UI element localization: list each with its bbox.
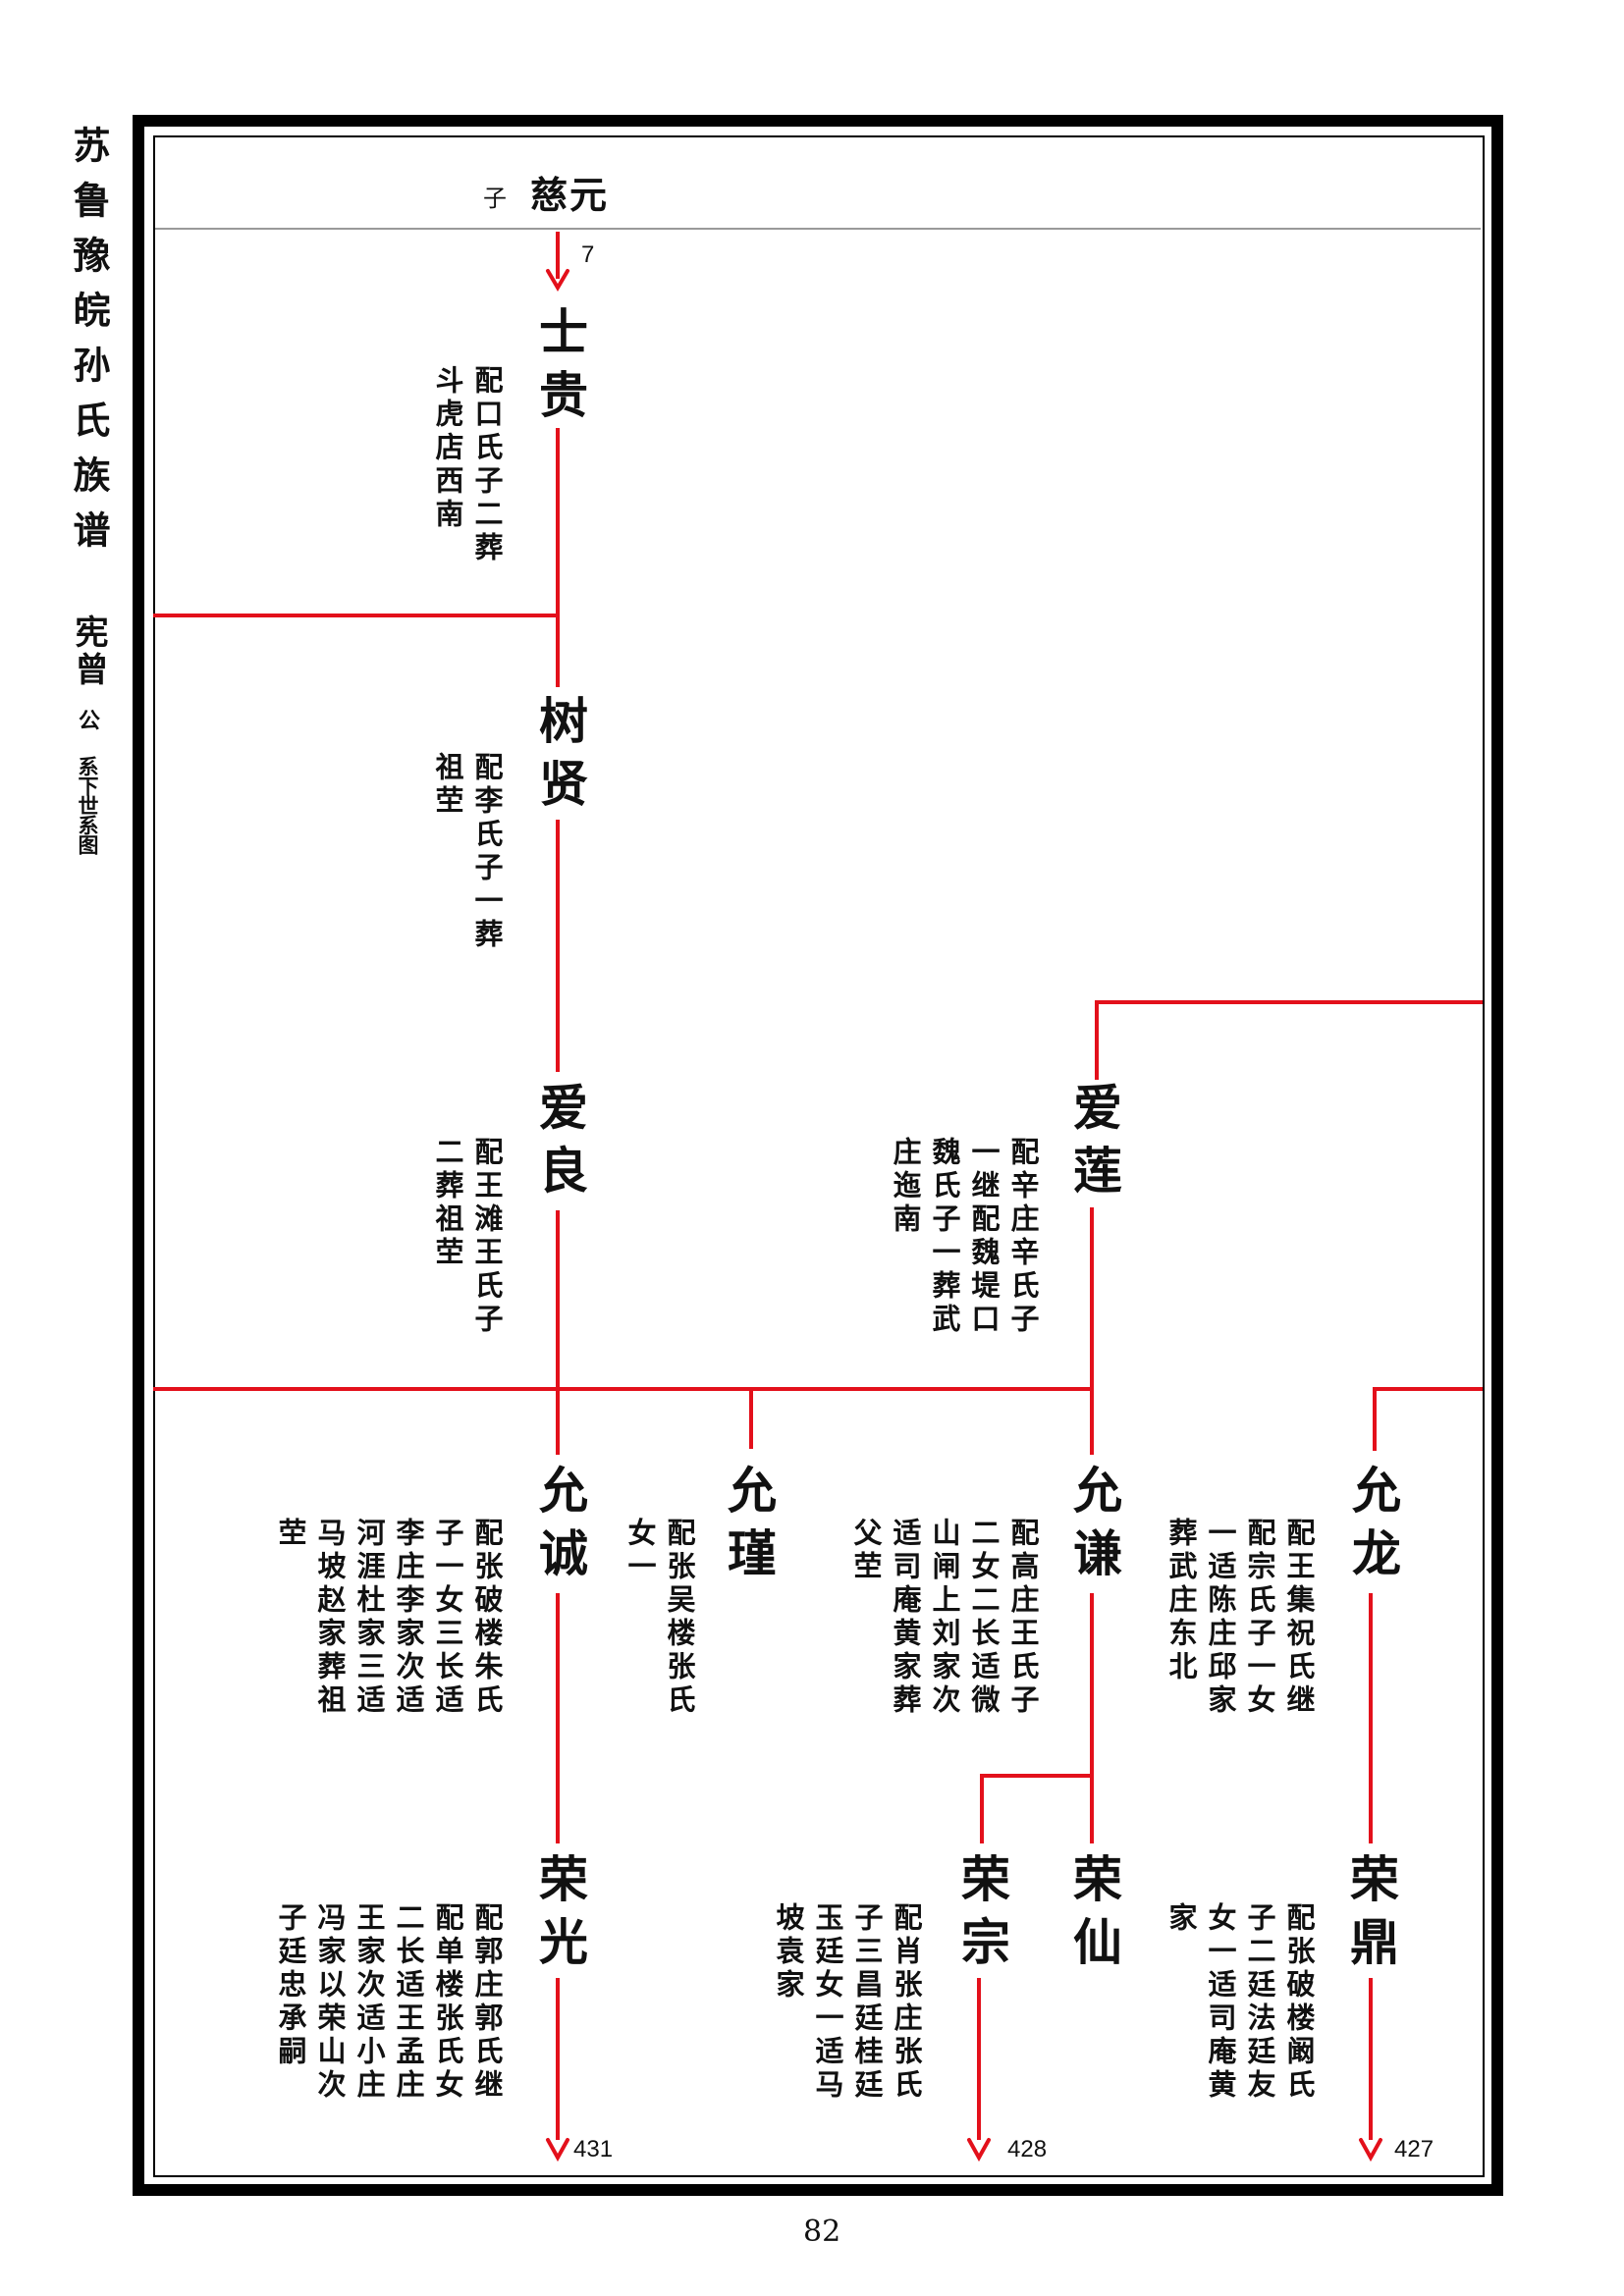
note-rongzong: 配肖张庄张氏 子三昌廷桂廷 玉廷女一适马 坡袁家 — [769, 1902, 926, 2103]
person-rongzong: 荣宗 — [953, 1853, 1011, 1979]
chart-caption: 系下世系图 — [76, 756, 100, 854]
note-line: 父茔 — [849, 1518, 883, 1584]
person-rongguang: 荣光 — [531, 1853, 589, 1979]
person-ailiang: 爱良 — [531, 1082, 589, 1207]
header-name: 慈元 — [530, 173, 610, 217]
note-line: 山闸上刘家次 — [928, 1518, 961, 1718]
note-line: 配肖张庄张氏 — [890, 1902, 923, 2103]
note-line: 配王集祝氏继 — [1282, 1518, 1316, 1718]
person-rongding: 荣鼎 — [1342, 1853, 1400, 1979]
note-line: 配口氏子二葬 — [470, 365, 504, 565]
note-line: 魏氏子一葬武 — [928, 1137, 961, 1337]
note-ailiang: 配王滩王氏子 二葬祖茔 — [428, 1137, 507, 1337]
note-line: 子三昌廷桂廷 — [850, 1902, 884, 2103]
note-line: 配张破楼朱氏 — [470, 1518, 504, 1718]
note-line: 庄迤南 — [889, 1137, 922, 1237]
person-shuxian: 树贤 — [531, 695, 589, 821]
page-number: 82 — [803, 2215, 841, 2249]
note-line: 二葬祖茔 — [431, 1137, 464, 1270]
book-title: 苏鲁豫皖孙氏族谱 — [67, 126, 111, 565]
note-line: 女一适司庵黄 — [1204, 1902, 1237, 2103]
ref-from-top: 7 — [581, 241, 595, 268]
note-line: 茔 — [274, 1518, 307, 1551]
ref-rongding: 427 — [1394, 2136, 1435, 2163]
note-yunlong: 配王集祝氏继 配宗氏子一女 一适陈庄邱家 葬武庄东北 — [1162, 1518, 1319, 1718]
note-line: 配王滩王氏子 — [470, 1137, 504, 1337]
outer-border — [133, 115, 1503, 2196]
note-rongding: 配张破楼阚氏 子二廷法廷友 女一适司庵黄 家 — [1162, 1902, 1319, 2103]
note-line: 配李氏子一葬 — [470, 752, 504, 952]
person-shigui: 士贵 — [531, 306, 589, 432]
note-line: 配张破楼阚氏 — [1282, 1902, 1316, 2103]
note-line: 配张吴楼张氏 — [663, 1518, 696, 1718]
header-relation: 子 — [483, 185, 507, 212]
note-line: 配郭庄郭氏继 — [470, 1902, 504, 2103]
note-line: 马坡赵家葬祖 — [313, 1518, 347, 1718]
arrow-rongding-icon — [1359, 2138, 1382, 2163]
note-line: 一继配魏堤口 — [967, 1137, 1001, 1337]
note-line: 李庄李家次适 — [392, 1518, 425, 1718]
ancestor-name: 宪曾 — [69, 614, 108, 689]
note-line: 玉廷女一适马 — [811, 1902, 844, 2103]
note-line: 二长适王孟庄 — [392, 1902, 425, 2103]
note-line: 家 — [1164, 1902, 1198, 1936]
note-line: 二女二长适微 — [967, 1518, 1001, 1718]
note-line: 配高庄王氏子 — [1006, 1518, 1040, 1718]
note-line: 葬武庄东北 — [1164, 1518, 1198, 1684]
note-line: 适司庵黄家葬 — [889, 1518, 922, 1718]
ancestor-suffix: 公 — [75, 709, 100, 730]
note-line: 配单楼张氏女 — [431, 1902, 464, 2103]
arrow-rongzong-icon — [967, 2138, 991, 2163]
note-yunjin: 配张吴楼张氏 女一 — [621, 1518, 699, 1718]
note-line: 配宗氏子一女 — [1243, 1518, 1276, 1718]
ref-rongzong: 428 — [1007, 2136, 1048, 2163]
ref-rongguang: 431 — [573, 2136, 614, 2163]
person-yunlong: 允龙 — [1344, 1465, 1402, 1590]
note-line: 坡袁家 — [772, 1902, 805, 2002]
person-ailian: 爱莲 — [1065, 1082, 1123, 1207]
person-rongxian: 荣仙 — [1065, 1853, 1123, 1979]
note-line: 配辛庄辛氏子 — [1006, 1137, 1040, 1337]
person-yunqian: 允谦 — [1065, 1465, 1123, 1590]
note-line: 子二廷法廷友 — [1243, 1902, 1276, 2103]
note-shigui: 配口氏子二葬 斗虎店西南 — [428, 365, 507, 565]
note-yuncheng: 配张破楼朱氏 子一女三长适 李庄李家次适 河涯杜家三适 马坡赵家葬祖 茔 — [271, 1518, 507, 1718]
note-line: 子一女三长适 — [431, 1518, 464, 1718]
person-yuncheng: 允诚 — [531, 1465, 589, 1590]
note-rongguang: 配郭庄郭氏继 配单楼张氏女 二长适王孟庄 王家次适小庄 冯家以荣山次 子廷忠承嗣 — [271, 1902, 507, 2103]
note-shuxian: 配李氏子一葬 祖茔 — [428, 752, 507, 952]
note-yunqian: 配高庄王氏子 二女二长适微 山闸上刘家次 适司庵黄家葬 父茔 — [846, 1518, 1043, 1718]
inner-border — [153, 135, 1485, 2177]
note-line: 祖茔 — [431, 752, 464, 819]
note-line: 女一 — [623, 1518, 657, 1584]
note-line: 斗虎店西南 — [431, 365, 464, 532]
note-line: 一适陈庄邱家 — [1204, 1518, 1237, 1718]
note-line: 王家次适小庄 — [352, 1902, 386, 2103]
arrow-rongguang-icon — [546, 2138, 569, 2163]
header-divider — [155, 228, 1481, 230]
note-line: 冯家以荣山次 — [313, 1902, 347, 2103]
note-line: 河涯杜家三适 — [352, 1518, 386, 1718]
person-yunjin: 允瑾 — [720, 1465, 778, 1590]
note-line: 子廷忠承嗣 — [274, 1902, 307, 2069]
arrow-top-icon — [546, 269, 569, 292]
note-ailian: 配辛庄辛氏子 一继配魏堤口 魏氏子一葬武 庄迤南 — [886, 1137, 1043, 1337]
